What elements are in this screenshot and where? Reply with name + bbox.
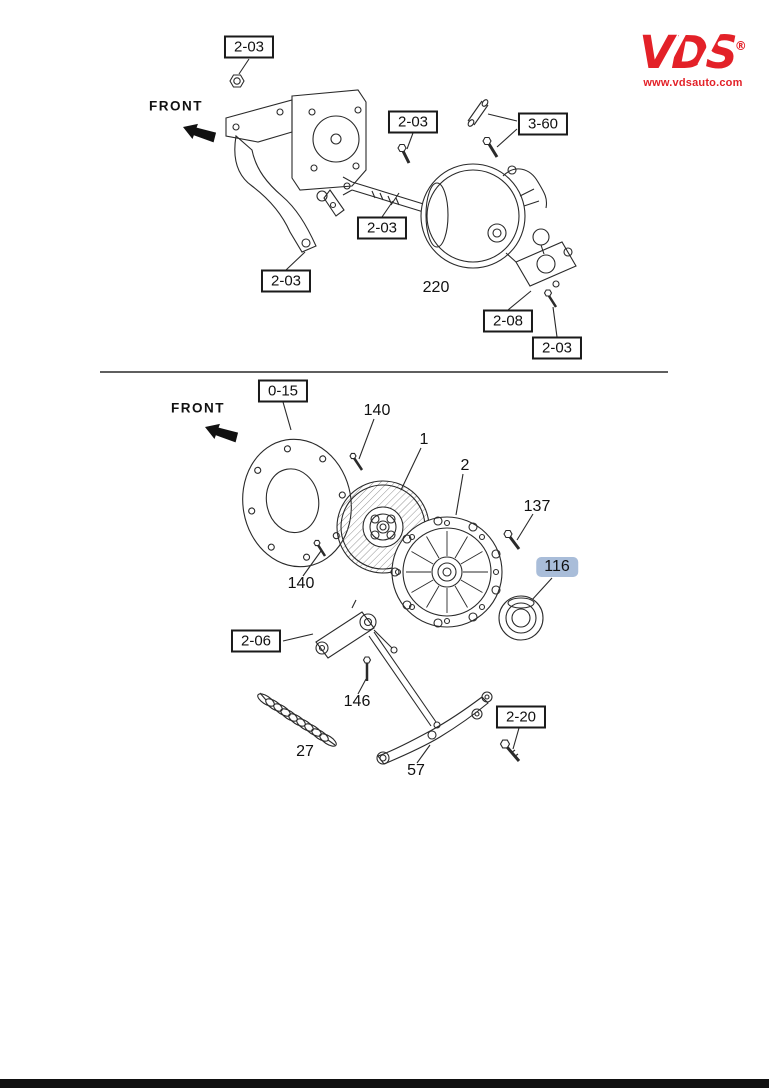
callout-2-03-e[interactable]: 2-03	[531, 336, 583, 360]
bottom-leader-lines	[282, 401, 553, 764]
bolt-140-top	[349, 452, 364, 471]
vacuum-hose	[502, 165, 548, 209]
callout-2-20[interactable]: 2-20	[495, 705, 547, 729]
pushrod-clevis	[342, 176, 431, 215]
release-bearing	[498, 595, 544, 641]
spring-pin	[467, 99, 489, 127]
part-label-57[interactable]: 57	[407, 762, 425, 779]
callout-2-06[interactable]: 2-06	[230, 629, 282, 653]
bolt-2-20	[499, 739, 521, 762]
bolt-137	[503, 529, 521, 550]
booster-bolt	[482, 136, 499, 158]
registered-mark: ®	[734, 39, 747, 53]
flywheel-housing-plate	[242, 438, 352, 568]
pedal-bracket-assembly	[225, 89, 367, 253]
return-spring	[257, 692, 337, 747]
pressure-plate-cover	[390, 516, 503, 628]
callout-2-03-b[interactable]: 2-03	[387, 110, 439, 134]
vds-logo-letters: VDS	[639, 26, 738, 79]
front-arrow-top	[183, 123, 217, 143]
callout-2-03-d[interactable]: 2-03	[260, 269, 312, 293]
callout-0-15[interactable]: 0-15	[257, 379, 309, 403]
clutch-slave-cylinder	[315, 599, 398, 659]
part-label-137[interactable]: 137	[523, 498, 551, 515]
bolt-140-bottom	[313, 539, 327, 557]
master-cylinder-bolt	[543, 289, 558, 308]
clutch-master-cylinder	[505, 228, 577, 288]
mounting-bolt-upper	[397, 143, 411, 164]
hex-nut	[229, 74, 245, 88]
part-label-146[interactable]: 146	[343, 693, 371, 710]
vds-logo[interactable]: VDS® www.vdsauto.com	[633, 22, 753, 89]
brake-booster	[420, 163, 540, 269]
top-leader-lines	[238, 58, 558, 338]
release-fork	[376, 691, 493, 765]
callout-2-03-a[interactable]: 2-03	[223, 35, 275, 59]
logo-website-url[interactable]: www.vdsauto.com	[643, 77, 743, 89]
callout-2-03-c[interactable]: 2-03	[356, 216, 408, 240]
part-label-116-highlighted[interactable]: 116	[536, 557, 578, 577]
fork-pushrod	[368, 631, 441, 729]
bolt-146	[362, 656, 372, 681]
callout-2-08[interactable]: 2-08	[482, 309, 534, 333]
part-label-2[interactable]: 2	[460, 457, 470, 474]
footer-bar	[0, 1079, 769, 1088]
part-label-1[interactable]: 1	[419, 431, 429, 448]
callout-3-60[interactable]: 3-60	[517, 112, 569, 136]
front-label-bottom: FRONT	[171, 400, 225, 416]
vds-logo-text: VDS®	[633, 22, 753, 77]
part-label-140-bottom[interactable]: 140	[287, 575, 315, 592]
part-label-27[interactable]: 27	[296, 743, 314, 760]
stud-2-03	[390, 192, 400, 206]
part-label-220[interactable]: 220	[422, 279, 450, 296]
front-label-top: FRONT	[149, 98, 203, 114]
front-arrow-bottom	[205, 423, 239, 443]
part-label-140-top[interactable]: 140	[363, 402, 391, 419]
